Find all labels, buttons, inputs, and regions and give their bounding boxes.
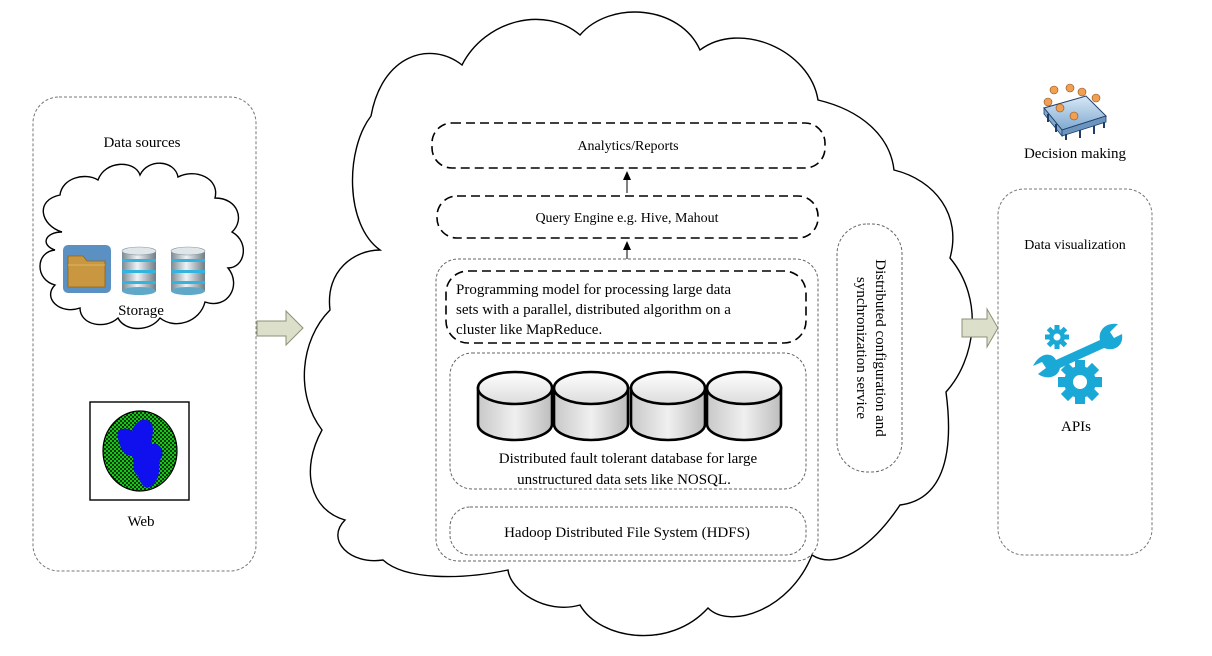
coordination-line: Distributed configuration and: [872, 259, 888, 437]
storage-label: Storage: [118, 303, 164, 319]
nosql-line: Distributed fault tolerant database for …: [499, 451, 758, 467]
data-sources-panel: Data sources Storage: [32, 96, 257, 572]
flow-arrow-processing-to-query: [623, 241, 631, 259]
api-gear-wrench-icon: [1033, 323, 1123, 404]
nosql-box: [449, 352, 807, 490]
nosql-line: unstructured data sets like NOSQL.: [517, 472, 731, 488]
database-cylinder-icon: [629, 370, 707, 442]
database-cylinder-icon: [552, 370, 630, 442]
hdfs-box: [449, 506, 807, 556]
programming-model-text: Programming model for processing large d…: [456, 282, 731, 338]
coordination-service-box: [836, 223, 903, 473]
folder-icon: [63, 245, 111, 293]
analytics-box: [431, 122, 826, 169]
query-engine-box: [436, 195, 819, 239]
programming-model-box: [445, 270, 807, 344]
database-cylinder-icon: [705, 370, 783, 442]
data-sources-title: Data sources: [103, 135, 180, 151]
flow-arrow-query-to-analytics: [623, 171, 631, 193]
database-icon: [121, 246, 157, 295]
coordination-line: synchronization service: [853, 277, 869, 419]
data-visualization-panel: [997, 188, 1153, 556]
nosql-cylinders: [476, 370, 783, 442]
data-visualization-title: Data visualization: [1024, 238, 1125, 253]
globe-icon: [89, 401, 190, 501]
web-label: Web: [127, 514, 154, 530]
nosql-text: Distributed fault tolerant database for …: [499, 451, 758, 488]
decision-making-label: Decision making: [1024, 146, 1127, 162]
programming-model-line: sets with a parallel, distributed algori…: [456, 302, 731, 318]
programming-model-line: Programming model for processing large d…: [456, 282, 731, 298]
database-cylinder-icon: [476, 370, 554, 442]
data-flow-arrow-right: [961, 307, 999, 349]
hadoop-stack-container: [435, 258, 819, 562]
programming-model-line: cluster like MapReduce.: [456, 322, 602, 338]
meeting-table-icon: [1043, 83, 1107, 140]
coordination-service-text: Distributed configuration and synchroniz…: [853, 259, 888, 437]
data-sources-border: [32, 96, 257, 572]
data-flow-arrow-left: [256, 309, 304, 347]
hdfs-label: Hadoop Distributed File System (HDFS): [504, 525, 750, 541]
apis-label: APIs: [1061, 419, 1091, 435]
analytics-label: Analytics/Reports: [577, 139, 678, 154]
query-engine-label: Query Engine e.g. Hive, Mahout: [535, 211, 718, 226]
database-icon: [170, 246, 206, 295]
